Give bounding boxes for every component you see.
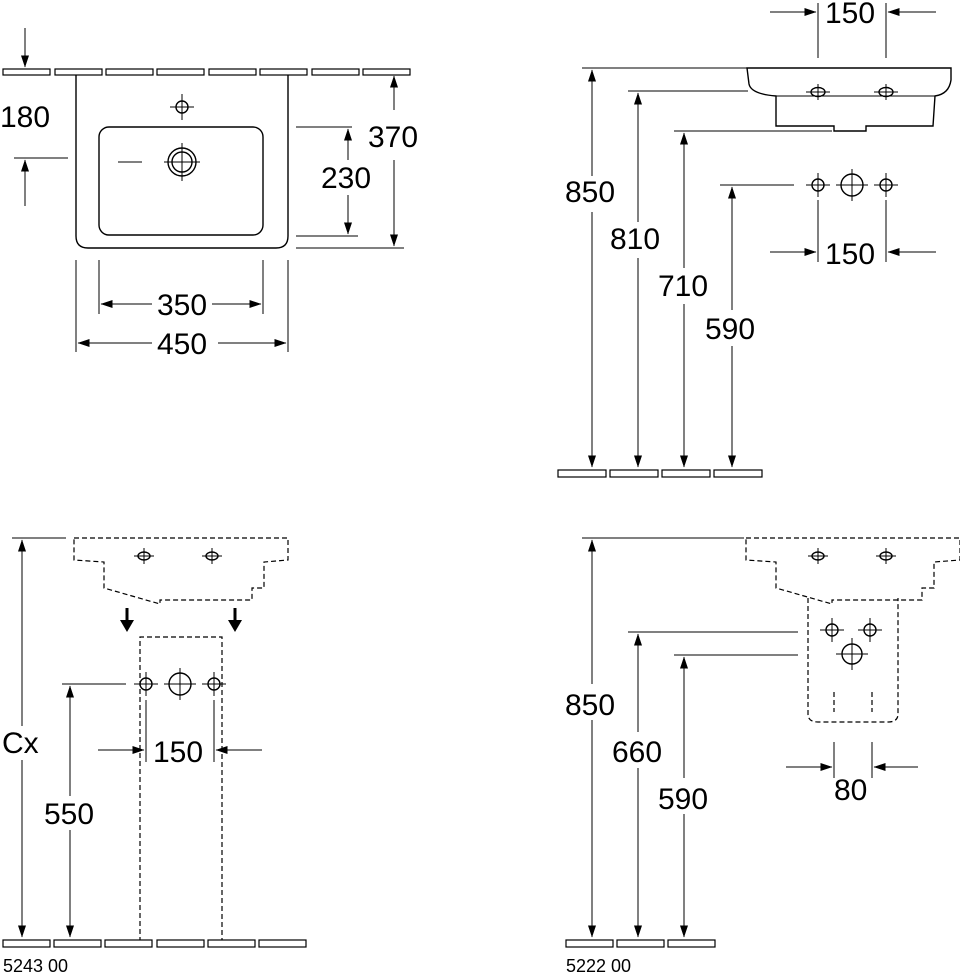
drain xyxy=(118,143,200,181)
floor-tiles-side xyxy=(557,469,763,478)
mount-arrow-right xyxy=(228,608,242,632)
pedestal-dashed xyxy=(139,636,223,942)
wall-connection xyxy=(806,169,898,201)
semi-basin-hole-left xyxy=(808,548,828,564)
dim-710-label: 710 xyxy=(658,270,708,303)
semi-dim-850-label: 850 xyxy=(565,689,615,722)
semi-connection xyxy=(820,618,882,670)
semi-dim-80-label: 80 xyxy=(834,774,867,807)
tap-hole xyxy=(170,94,194,120)
pedestal-dim-550-label: 550 xyxy=(44,798,94,831)
dim-150-mid-label: 150 xyxy=(825,238,875,271)
product-code-5243: 5243 00 xyxy=(3,956,68,975)
pedestal-view: 150 Cx 550 5243 00 xyxy=(2,537,307,975)
dim-850-label: 850 xyxy=(565,176,615,209)
basin-outline xyxy=(75,75,289,249)
semi-dim-590-label: 590 xyxy=(658,783,708,816)
dim-590-label: 590 xyxy=(705,313,755,346)
front-hole-right xyxy=(874,84,898,100)
pedestal-connection xyxy=(134,668,226,700)
mount-arrow-left xyxy=(120,608,134,632)
dim-cx-label: Cx xyxy=(2,727,39,760)
dim-150-top-label: 150 xyxy=(825,0,875,30)
semi-dim-660-label: 660 xyxy=(612,736,662,769)
side-view: 150 150 xyxy=(557,0,952,478)
front-hole-left xyxy=(806,84,830,100)
basin-front xyxy=(746,67,952,132)
semi-pedestal-view: 80 850 660 590 5222 00 xyxy=(565,537,960,975)
dim-370-label: 370 xyxy=(368,121,418,154)
product-code-5222: 5222 00 xyxy=(566,956,631,975)
semi-basin-dashed xyxy=(745,537,960,605)
dim-810-label: 810 xyxy=(610,223,660,256)
top-view: 180 370 230 350 450 xyxy=(0,28,418,361)
dim-450-label: 450 xyxy=(157,328,207,361)
semi-pedestal-dashed xyxy=(807,598,899,723)
dim-350-label: 350 xyxy=(157,289,207,322)
dim-230-label: 230 xyxy=(321,162,371,195)
semi-basin-hole-right xyxy=(876,548,896,564)
pedestal-basin-hole-left xyxy=(134,548,154,564)
pedestal-basin-dashed xyxy=(73,537,289,605)
floor-tiles-semi xyxy=(565,939,716,948)
wall-tiles-top xyxy=(2,68,411,76)
basin-bowl xyxy=(98,126,264,236)
dim-180-label: 180 xyxy=(0,101,50,134)
pedestal-dim-150-label: 150 xyxy=(153,736,203,769)
floor-tiles-pedestal xyxy=(2,939,307,948)
pedestal-basin-hole-right xyxy=(202,548,222,564)
